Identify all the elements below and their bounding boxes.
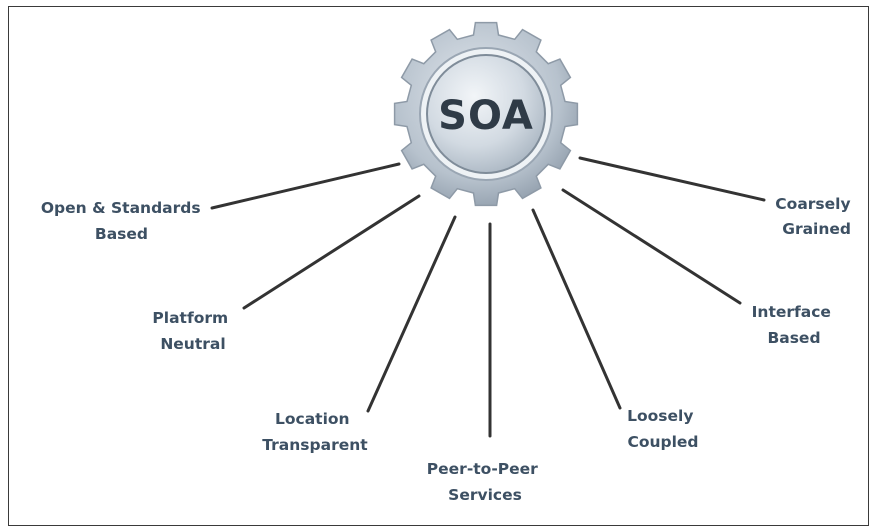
label-platform-neutral: Platform Neutral: [152, 309, 233, 353]
spoke-coarsely-grained: [578, 156, 766, 202]
label-line: Open & Standards: [41, 199, 201, 217]
label-line: Services: [448, 486, 522, 504]
label-loosely-coupled: Loosely Coupled: [627, 407, 699, 451]
label-open-standards: Open & Standards Based: [41, 199, 206, 243]
label-line: Coupled: [627, 433, 698, 451]
label-line: Peer-to-Peer: [427, 460, 538, 478]
label-location-transparent: Location Transparent: [262, 410, 368, 454]
spoke-open-standards: [210, 162, 401, 210]
label-line: Coarsely: [775, 195, 850, 213]
spoke-platform-neutral: [242, 194, 421, 310]
label-line: Based: [95, 225, 148, 243]
spoke-interface-based: [561, 188, 742, 305]
label-line: Transparent: [262, 436, 368, 454]
spoke-lines: [210, 156, 766, 438]
label-line: Grained: [782, 220, 851, 238]
label-peer-to-peer: Peer-to-Peer Services: [427, 460, 543, 504]
label-line: Loosely: [627, 407, 693, 425]
spoke-loosely-coupled: [531, 208, 622, 410]
label-line: Neutral: [160, 335, 225, 353]
label-interface-based: Interface Based: [752, 303, 837, 347]
center-label: SOA: [438, 93, 534, 139]
label-line: Location: [275, 410, 350, 428]
label-line: Interface: [752, 303, 831, 321]
gear-icon: SOA: [393, 21, 579, 207]
label-line: Platform: [152, 309, 228, 327]
spoke-location-transparent: [366, 215, 457, 413]
label-line: Based: [767, 329, 820, 347]
label-coarsely-grained: Coarsely Grained: [775, 195, 856, 238]
